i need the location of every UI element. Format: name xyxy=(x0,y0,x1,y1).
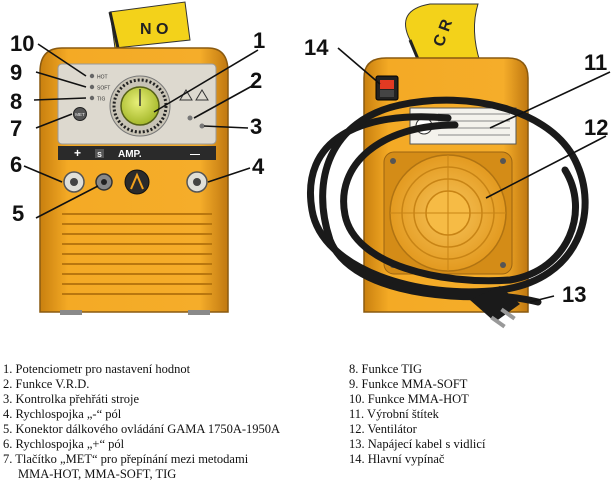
legend-item-14: 14. Hlavní vypínač xyxy=(349,452,445,466)
label-plus: + xyxy=(74,146,81,160)
power-cable xyxy=(307,96,589,306)
callout-14: 14 xyxy=(304,35,329,60)
callout-1: 1 xyxy=(253,28,266,53)
legend-item-1: 1. Potenciometr pro nastavení hodnot xyxy=(3,362,191,376)
met-button[interactable]: MET xyxy=(73,107,87,121)
callout-5: 5 xyxy=(12,201,25,226)
front-vents xyxy=(62,213,212,295)
label-amp: AMP. xyxy=(118,149,142,160)
callout-9: 9 xyxy=(10,60,23,85)
front-foot-left xyxy=(60,310,82,315)
callout-leaders xyxy=(23,43,611,303)
legend-item-8: 8. Funkce TIG xyxy=(349,362,423,376)
legend-item-7-cont: MMA-HOT, MMA-SOFT, TIG xyxy=(18,467,177,481)
led-vrd xyxy=(187,115,193,121)
front-view: N O HOT SOFT TIG MET xyxy=(39,1,229,315)
callout-3: 3 xyxy=(250,114,263,139)
legend-item-6: 6. Rychlospojka „+“ pól xyxy=(3,437,125,451)
legend-item-3: 3. Kontrolka přehřáti stroje xyxy=(3,392,140,406)
label-soft: SOFT xyxy=(97,86,110,92)
front-foot-right xyxy=(188,310,210,315)
met-button-label: MET xyxy=(75,112,85,117)
legend-item-4: 4. Rychlospojka „-“ pól xyxy=(3,407,122,421)
brand-logo xyxy=(124,169,150,195)
potentiometer-knob[interactable] xyxy=(109,75,171,137)
main-power-switch[interactable] xyxy=(375,75,399,101)
callout-13: 13 xyxy=(562,282,587,307)
legend-left: 1. Potenciometr pro nastavení hodnot 2. … xyxy=(3,362,280,482)
callout-7: 7 xyxy=(10,116,23,141)
label-minus: — xyxy=(190,149,200,160)
back-view: C R xyxy=(307,3,589,329)
carry-strap-front: N O xyxy=(108,1,191,49)
callout-8: 8 xyxy=(10,89,23,114)
legend-item-10: 10. Funkce MMA-HOT xyxy=(349,392,469,406)
connector-plus[interactable] xyxy=(63,171,85,193)
connector-minus[interactable] xyxy=(186,171,208,193)
callout-11: 11 xyxy=(584,50,608,75)
label-s: S xyxy=(97,152,102,159)
led-tig xyxy=(89,95,95,101)
legend-right: 8. Funkce TIG 9. Funkce MMA-SOFT 10. Fun… xyxy=(349,362,485,467)
label-tig: TIG xyxy=(97,97,105,103)
callout-4: 4 xyxy=(252,154,265,179)
carry-strap-back: C R xyxy=(405,3,481,65)
led-soft xyxy=(89,84,95,90)
remote-connector[interactable] xyxy=(95,173,113,191)
strap-front-text: N O xyxy=(140,21,168,38)
callout-12: 12 xyxy=(584,115,609,140)
label-hot: HOT xyxy=(97,75,108,81)
callout-6: 6 xyxy=(10,152,23,177)
welder-diagram: N O HOT SOFT TIG MET xyxy=(23,1,611,329)
legend-item-9: 9. Funkce MMA-SOFT xyxy=(349,377,468,391)
cooling-fan xyxy=(383,151,513,275)
legend-item-7: 7. Tlačítko „MET“ pro přepínání mezi met… xyxy=(3,452,249,466)
legend-item-12: 12. Ventilátor xyxy=(349,422,417,436)
mode-indicators: HOT SOFT TIG xyxy=(89,73,110,103)
callout-10: 10 xyxy=(10,31,35,56)
legend-item-5: 5. Konektor dálkového ovládání GAMA 1750… xyxy=(3,422,281,436)
power-plug xyxy=(470,286,520,329)
legend-item-11: 11. Výrobní štítek xyxy=(349,407,439,421)
led-overheat xyxy=(199,123,205,129)
callout-2: 2 xyxy=(250,68,263,93)
led-hot xyxy=(89,73,95,79)
legend-item-13: 13. Napájecí kabel s vidlicí xyxy=(349,437,486,451)
legend-item-2: 2. Funkce V.R.D. xyxy=(3,377,90,391)
